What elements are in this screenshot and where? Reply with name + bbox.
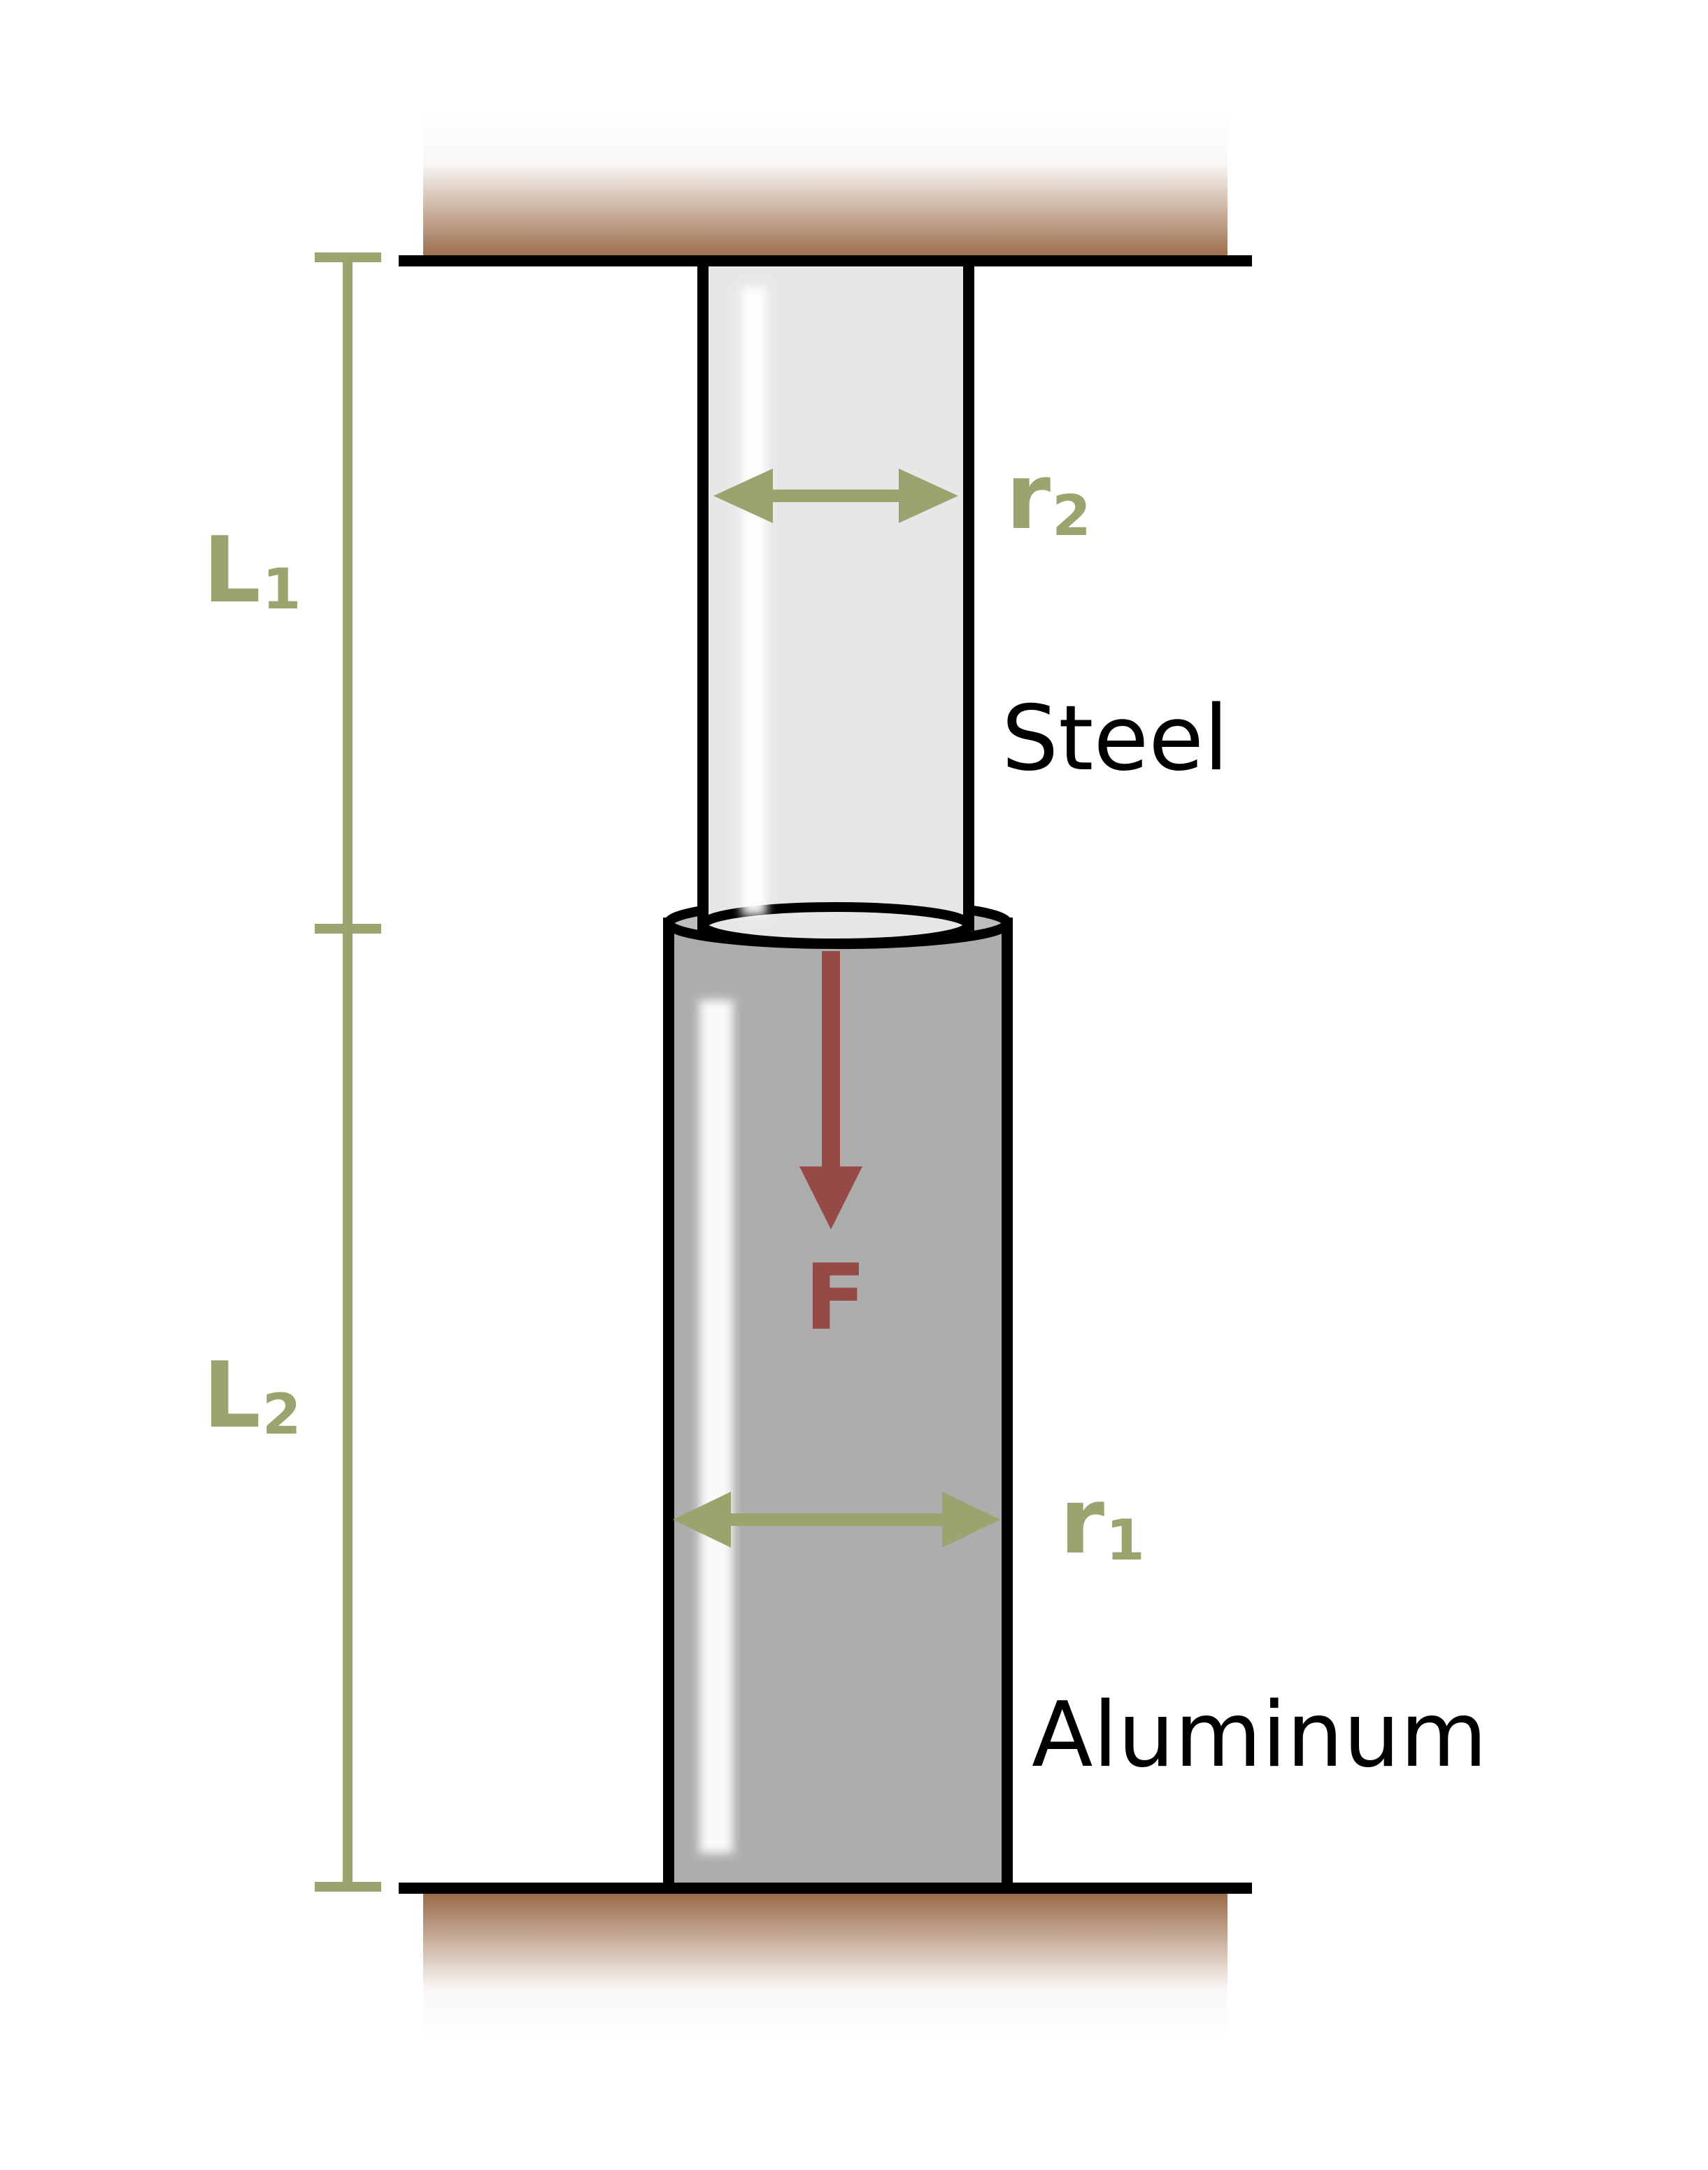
label-r1: r1 <box>1060 1468 1145 1574</box>
r1-arrow <box>673 1492 1000 1548</box>
length-dimension <box>315 252 381 1892</box>
r2-arrow <box>713 469 958 523</box>
force-arrow <box>799 951 862 1229</box>
top-support <box>423 112 1227 259</box>
label-steel: Steel <box>1002 687 1229 791</box>
label-force: F <box>804 1244 867 1350</box>
label-l1: L1 <box>203 517 301 623</box>
label-l2: L2 <box>203 1342 301 1448</box>
steel-rod <box>697 255 974 948</box>
bottom-support <box>423 1894 1227 2041</box>
label-r2: r2 <box>1006 443 1091 550</box>
label-aluminum: Aluminum <box>1032 1683 1487 1787</box>
